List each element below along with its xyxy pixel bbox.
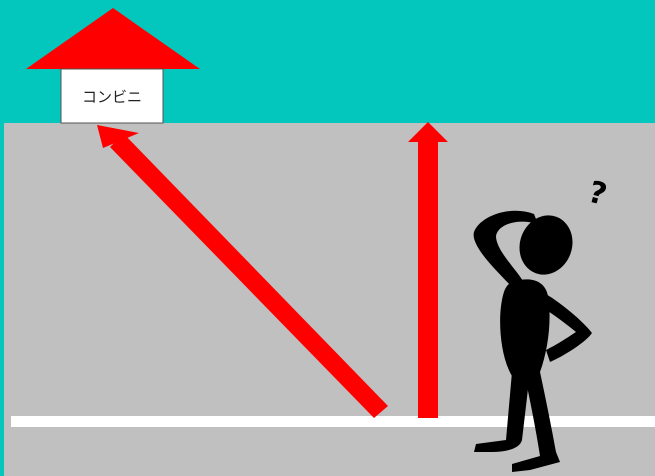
store-label: コンビニ — [82, 88, 142, 106]
road-line — [11, 416, 655, 427]
